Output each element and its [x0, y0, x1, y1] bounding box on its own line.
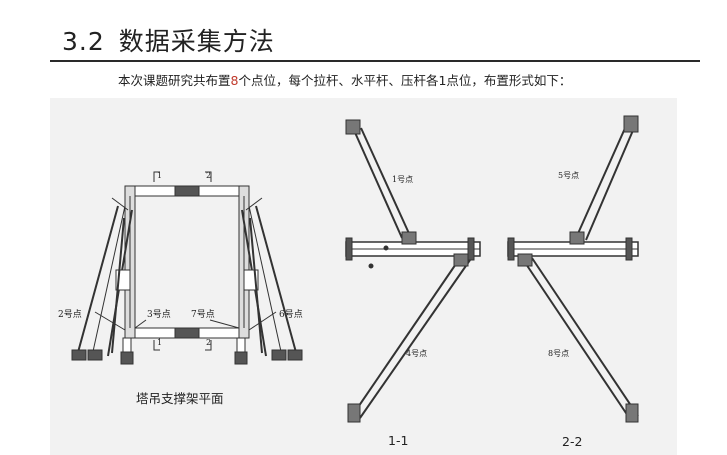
section-mark-top-left: 1: [157, 171, 163, 180]
section-heading: 3.2 数据采集方法: [62, 22, 275, 58]
intro-text-before: 本次课题研究共布置: [118, 73, 231, 88]
point-5-label: 5号点: [558, 171, 580, 180]
point-1-label: 1号点: [392, 175, 414, 184]
section-title: 数据采集方法: [118, 27, 275, 56]
point-4-label: 4号点: [406, 349, 428, 358]
section-2-2-drawing: [507, 115, 639, 423]
point-3-label: 3号点: [147, 310, 171, 320]
point-7-label: 7号点: [191, 310, 215, 320]
figure-drawings: [71, 115, 639, 423]
point-count: 8: [230, 73, 239, 88]
heading-rule: [50, 60, 700, 62]
section-number: 3.2: [62, 27, 105, 56]
point-8-label: 8号点: [548, 349, 570, 358]
intro-paragraph: 本次课题研究共布置8个点位，每个拉杆、水平杆、压杆各1点位，布置形式如下：: [118, 70, 571, 89]
section-mark-bottom-right: 2: [206, 338, 212, 347]
plan-caption: 塔吊支撑架平面: [136, 391, 224, 406]
intro-text-after: 个点位，每个拉杆、水平杆、压杆各1点位，布置形式如下：: [238, 73, 572, 88]
figure-panel: 2号点 3号点 7号点 6号点 1 2 1 2 塔吊支撑架平面 1号点 4号点 …: [50, 98, 677, 455]
point-2-label: 2号点: [58, 310, 82, 320]
plan-view-drawing: [71, 171, 303, 365]
section-mark-top-right: 2: [206, 171, 212, 180]
point-6-label: 6号点: [279, 310, 303, 320]
section-1-1-caption: 1-1: [388, 433, 409, 448]
section-mark-bottom-left: 1: [157, 338, 163, 347]
section-1-1-drawing: [345, 119, 481, 423]
section-2-2-caption: 2-2: [562, 434, 583, 449]
